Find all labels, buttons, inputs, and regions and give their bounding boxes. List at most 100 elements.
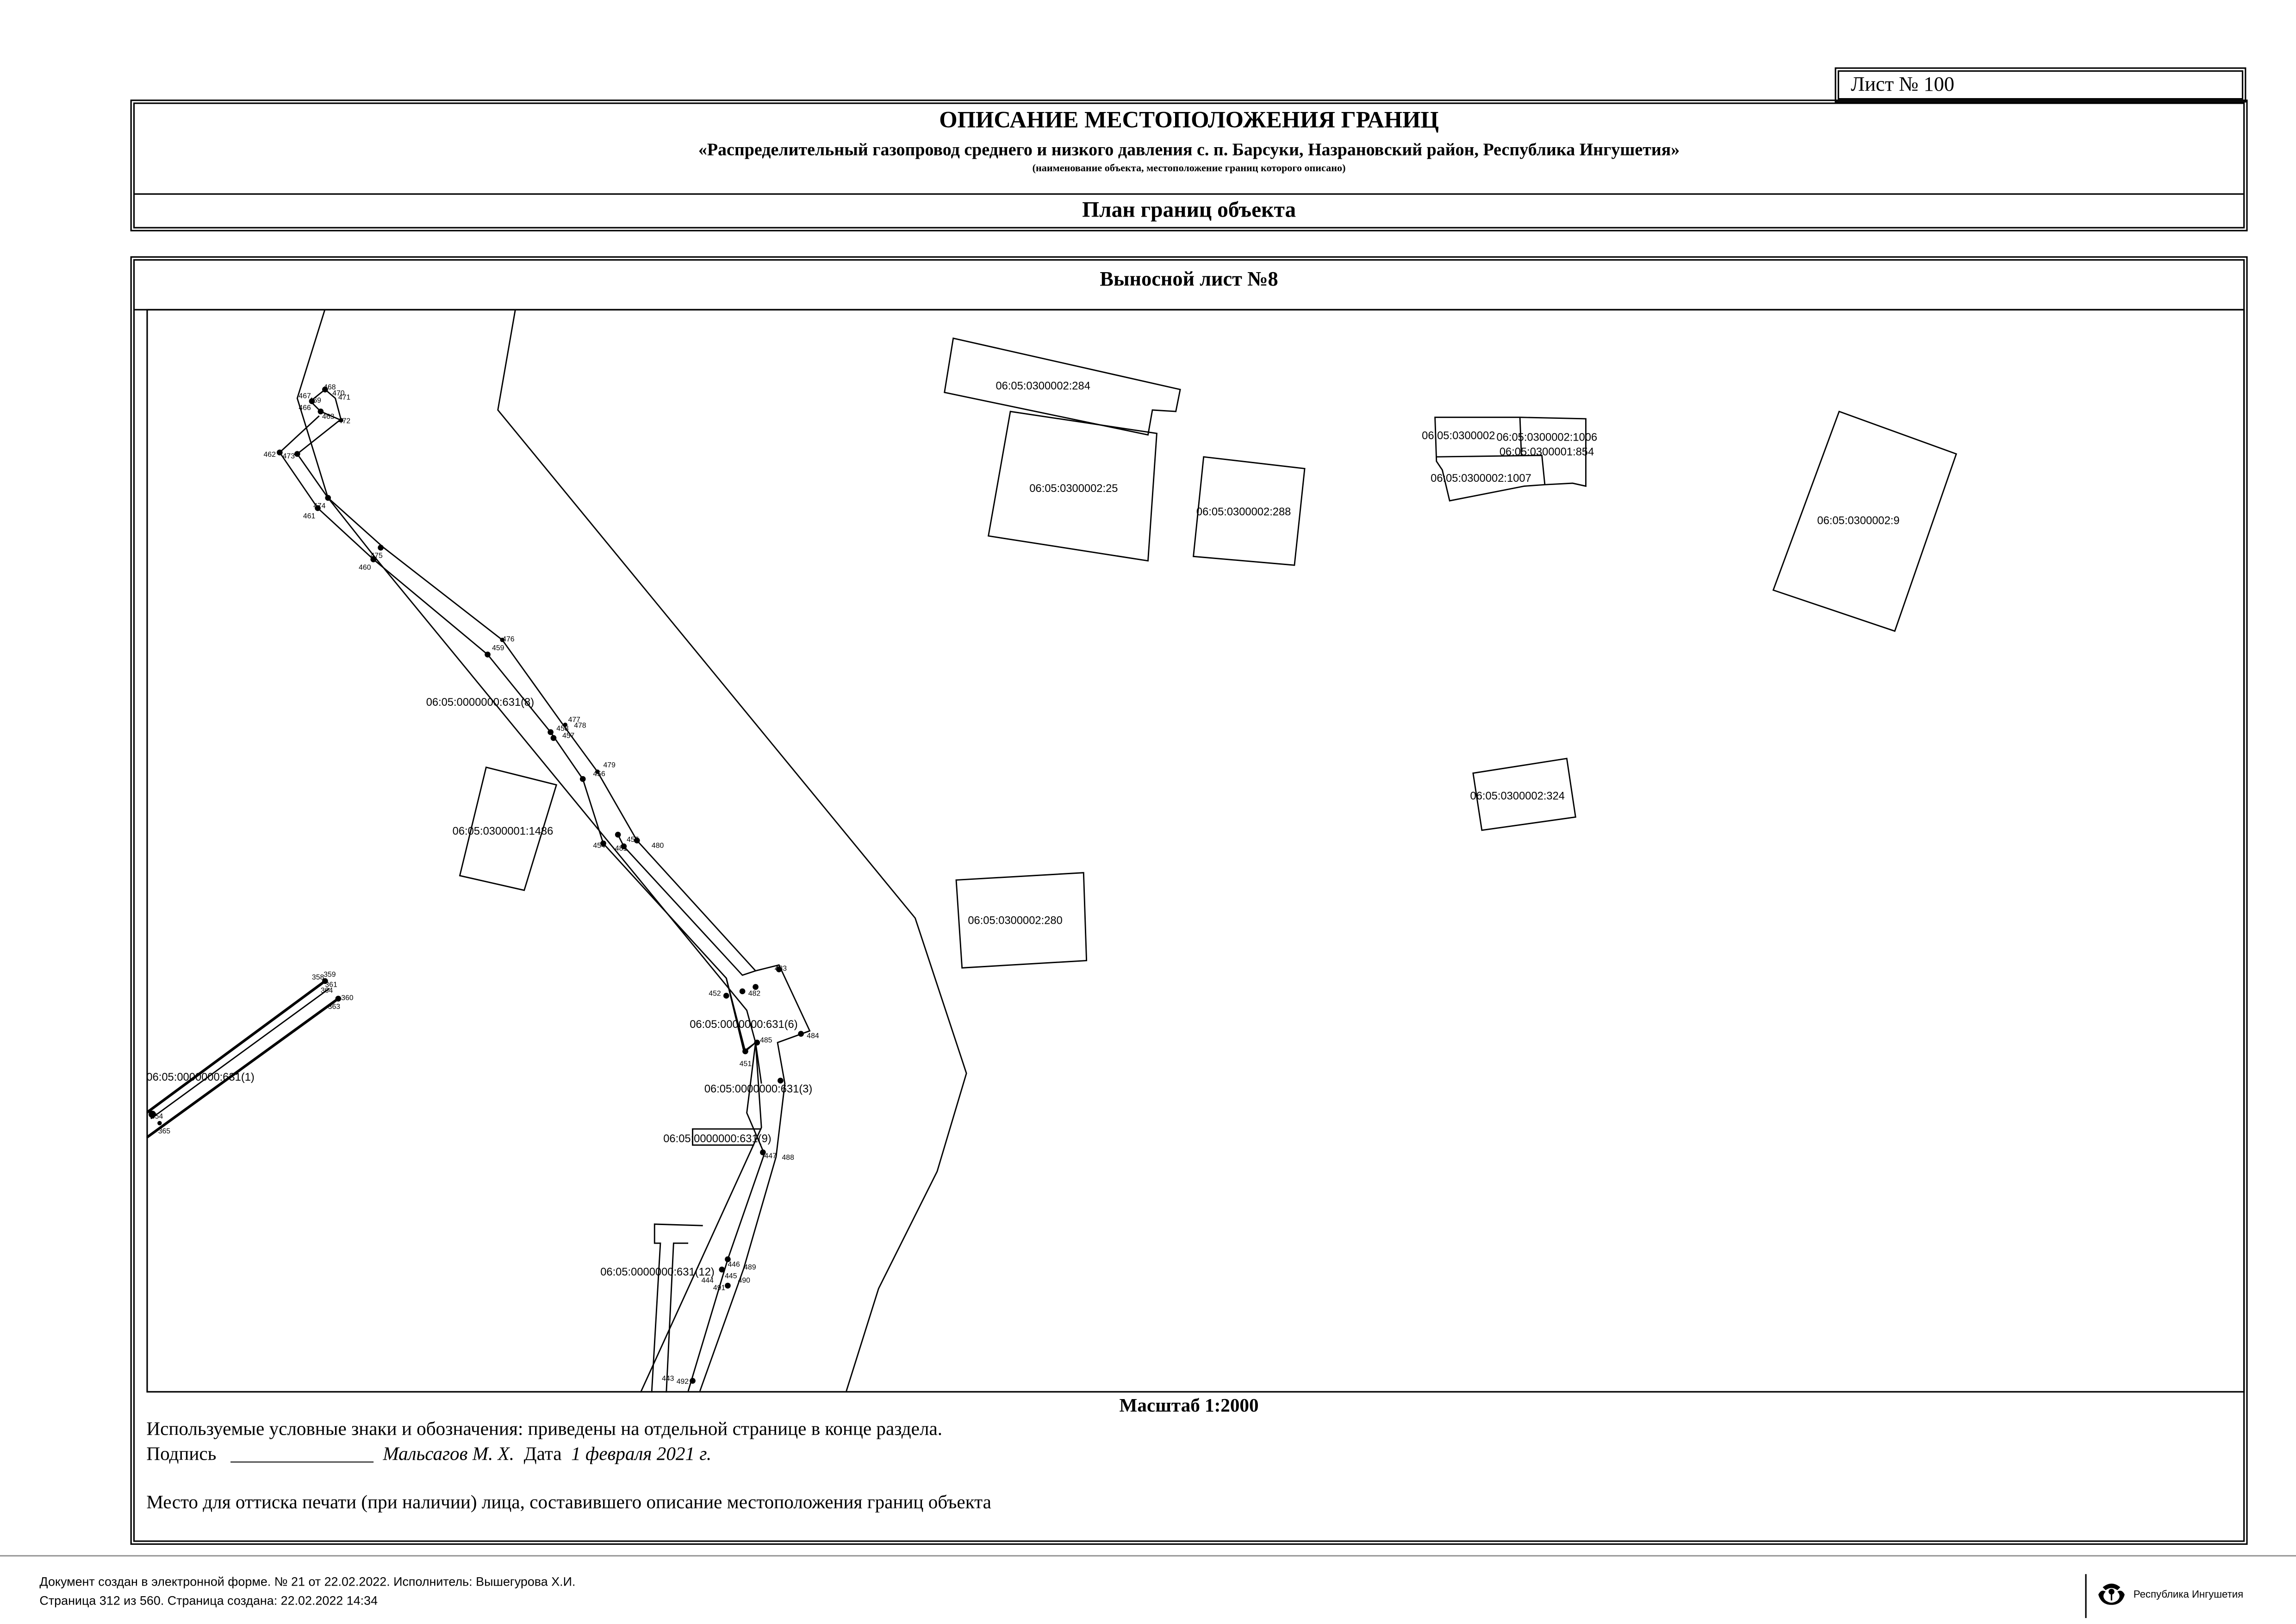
point-label: 491 (713, 1284, 726, 1292)
point-label: 460 (359, 564, 371, 572)
object-name-note: (наименование объекта, местоположение гр… (1032, 162, 1346, 174)
header-divider (135, 193, 2244, 195)
point-marker (548, 729, 554, 735)
point-marker (600, 840, 606, 846)
signature-label: Подпись (146, 1442, 217, 1464)
point-label: 468 (324, 384, 336, 392)
point-label: 488 (782, 1154, 795, 1162)
point-label: 463 (322, 413, 335, 421)
parcel-label: 06:05:0300002:288 (1196, 506, 1291, 518)
point-label: 360 (341, 994, 354, 1002)
point-label: 489 (744, 1263, 756, 1271)
point-marker (690, 1378, 696, 1384)
point-marker (563, 722, 568, 727)
point-marker (339, 418, 343, 423)
point-marker (579, 776, 586, 782)
parcel-label: 06:05:0300002:324 (1470, 790, 1565, 802)
point-label: 474 (313, 502, 326, 510)
corridor-line (725, 978, 762, 1084)
point-label: 461 (303, 512, 316, 520)
parcel-280 (955, 872, 1088, 969)
point-marker (776, 966, 782, 972)
signature-line: _______________ (230, 1442, 373, 1464)
parcel-284 (944, 337, 1181, 436)
point-marker (621, 843, 627, 850)
footer-org: Республика Ингушетия (2133, 1590, 2244, 1601)
point-label: 471 (338, 394, 351, 402)
point-label: 484 (807, 1032, 819, 1040)
point-label: 478 (574, 722, 586, 729)
point-marker (276, 449, 283, 455)
point-marker (317, 408, 324, 415)
parcel-9 (1772, 411, 1957, 632)
point-label: 481 (615, 845, 628, 852)
parcel-label: 06:05:0000000:631(6) (690, 1019, 797, 1031)
point-marker (595, 769, 600, 774)
point-marker (294, 451, 300, 457)
sheet-number: Лист № 100 (1851, 75, 1954, 97)
document-title: ОПИСАНИЕ МЕСТОПОЛОЖЕНИЯ ГРАНИЦ (939, 108, 1439, 133)
point-label: 473 (283, 452, 295, 460)
point-label: 452 (709, 989, 721, 997)
parcel-label: 06:05:0300002:9 (1817, 515, 1899, 527)
point-marker (778, 1077, 784, 1084)
map-frame (146, 309, 2245, 1393)
point-marker (378, 544, 384, 551)
point-label: 365 (158, 1127, 171, 1135)
parcel-label: 06:05:0300002:25 (1029, 483, 1118, 495)
footer-logo-divider (2085, 1574, 2087, 1618)
parcel-label: 06:05:0000000:631(9) (663, 1133, 771, 1145)
point-marker (615, 832, 621, 838)
parcel-label: 06:05:0300002 (1422, 430, 1495, 442)
point-marker (149, 1110, 156, 1118)
point-label: 445 (725, 1272, 737, 1280)
parcel-label: 06:05:0300002:280 (968, 915, 1062, 927)
coat-of-arms-icon (2098, 1583, 2125, 1605)
point-label: 446 (728, 1261, 740, 1269)
point-label: 477 (568, 716, 580, 724)
point-marker (322, 386, 328, 392)
point-marker (315, 505, 321, 511)
parcel-label: 06:05:0300001:1486 (453, 825, 554, 837)
point-marker (325, 495, 331, 501)
point-marker (754, 1039, 760, 1046)
point-label: 443 (662, 1375, 674, 1383)
point-label: 455 (627, 836, 639, 844)
point-label: 479 (604, 761, 616, 769)
point-label: 364 (321, 987, 333, 995)
point-marker (634, 837, 640, 844)
footer-doc-info: Документ создан в электронной форме. № 2… (39, 1574, 576, 1589)
parcel-label: 06:05:0300001:854 (1500, 446, 1594, 458)
parcel-label: 06:05:0000000:631(3) (704, 1083, 812, 1095)
corridor-line (279, 415, 765, 1392)
stamp-note: Место для оттиска печати (при наличии) л… (146, 1490, 991, 1513)
parcel-bottom-left (666, 1242, 689, 1393)
point-label: 466 (299, 404, 311, 412)
signature-date: 1 февраля 2021 г. (571, 1442, 712, 1464)
point-label: 361 (325, 981, 337, 989)
point-label: 447 (765, 1152, 777, 1160)
point-label: 458 (556, 725, 569, 733)
point-label: 485 (760, 1037, 772, 1045)
legend-note: Используемые условные знаки и обозначени… (146, 1417, 943, 1440)
point-label: 483 (775, 965, 787, 973)
parcel-label: 06:05:0000000:631(1) (146, 1071, 254, 1083)
point-label: 467 (299, 392, 311, 400)
point-marker (798, 1031, 804, 1037)
point-marker (335, 996, 342, 1002)
point-label: 451 (740, 1060, 752, 1068)
section-title: План границ объекта (1082, 199, 1296, 223)
point-label: 480 (652, 842, 664, 850)
parcel-25 (987, 411, 1157, 562)
parcel-label: 06:05:0300002:1007 (1431, 473, 1531, 485)
point-labels: 468 470 471 467 469 466 463 472 462 473 … (151, 384, 819, 1386)
point-marker (370, 556, 377, 562)
point-label: 470 (332, 389, 345, 397)
plan-frame (130, 256, 2248, 1545)
boundary-point-markers (149, 386, 804, 1384)
map-scale: Масштаб 1:2000 (1119, 1394, 1259, 1416)
footer-divider (0, 1555, 2296, 1557)
point-marker (753, 984, 759, 990)
point-marker (322, 978, 328, 984)
